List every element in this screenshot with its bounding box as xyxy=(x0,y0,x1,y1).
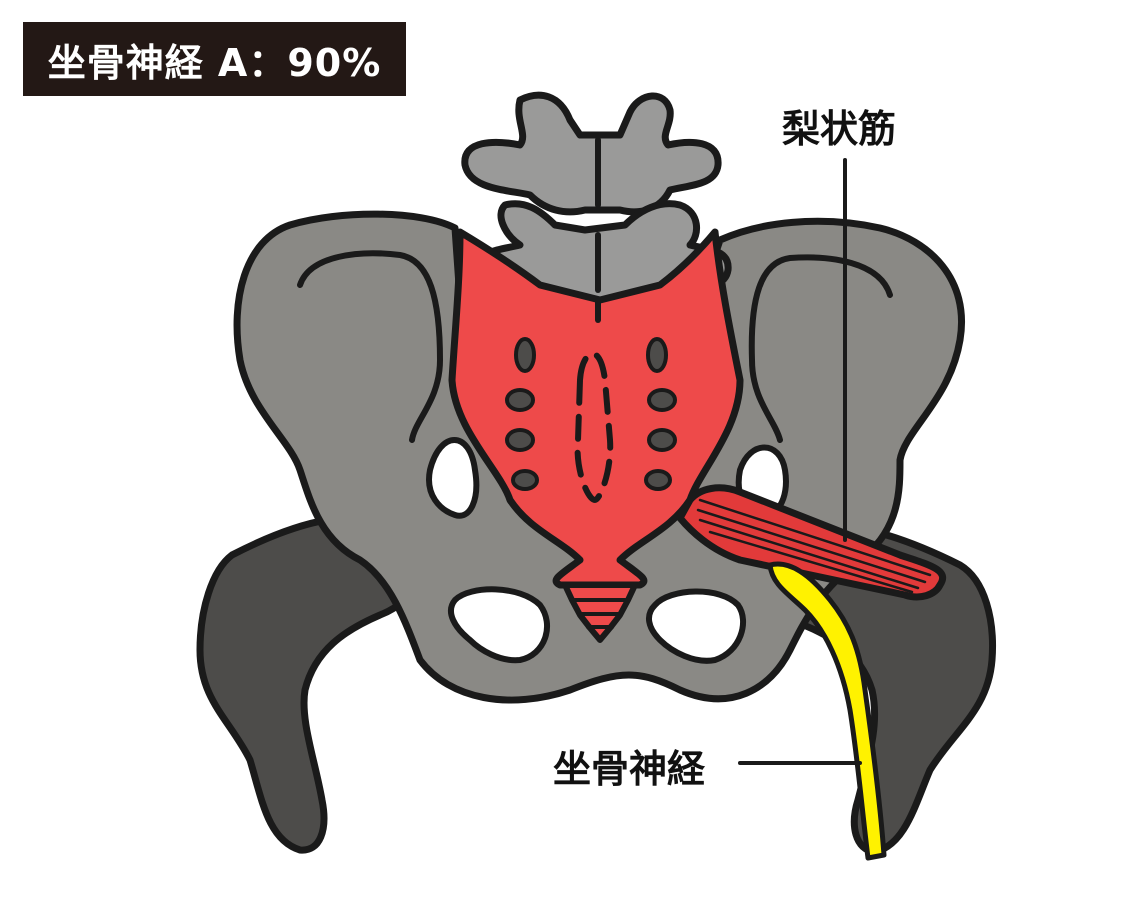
upper-vertebra xyxy=(461,91,722,216)
sacral-foramen xyxy=(514,337,536,373)
left-iliac-line xyxy=(297,250,443,443)
sciatic-nerve xyxy=(767,561,887,861)
sacral-canal xyxy=(574,350,614,503)
right-iliac-line xyxy=(748,254,893,443)
right-obturator-foramen xyxy=(646,588,746,664)
sacral-foramen xyxy=(644,469,672,491)
sacral-foramen xyxy=(505,428,535,452)
sacral-foramen xyxy=(647,388,677,412)
piriformis-label: 梨状筋 xyxy=(782,107,897,151)
sciatic-nerve-label: 坐骨神経 xyxy=(553,747,706,791)
left-sciatic-notch xyxy=(426,437,480,519)
left-obturator-foramen xyxy=(448,586,551,664)
sacral-foramen xyxy=(646,337,668,373)
sacral-foramen xyxy=(511,469,539,491)
sacral-foramen xyxy=(647,428,677,452)
title-label: 坐骨神経 A：90% xyxy=(23,22,406,96)
sacral-foramen xyxy=(505,388,535,412)
sacrum xyxy=(448,228,744,589)
